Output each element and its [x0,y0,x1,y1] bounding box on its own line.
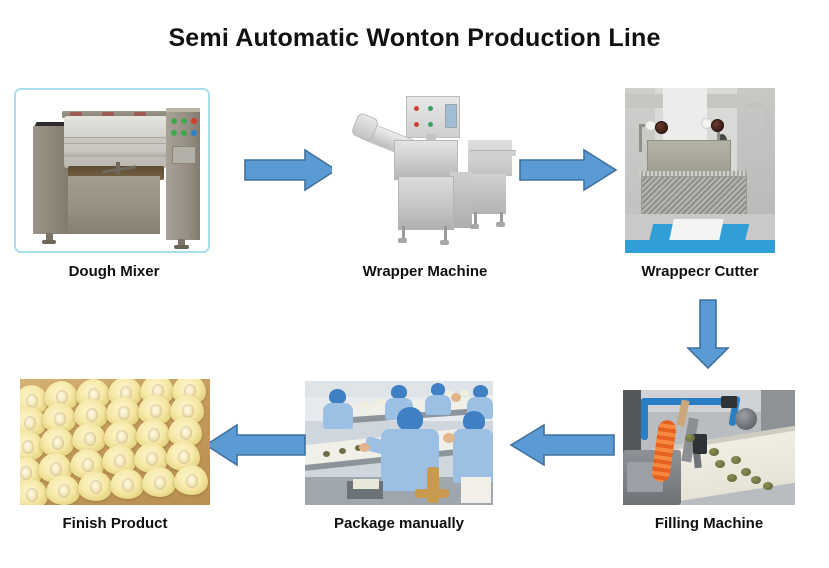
flow-arrow-left-4 [508,421,616,469]
page-title: Semi Automatic Wonton Production Line [168,24,661,52]
wrapper-cutter-image [625,88,775,253]
flow-step-label: Package manually [333,515,465,532]
flow-step-dough-mixer[interactable]: Dough Mixer [14,88,214,280]
flow-step-wrapper-machine[interactable]: Wrapper Machine [332,88,518,280]
flow-step-label: Filling Machine [654,515,764,532]
flow-step-label: Wrappecr Cutter [641,263,759,280]
flow-arrow-right-1 [243,146,338,194]
filling-machine-image [623,390,795,505]
wrapper-machine-image [332,88,518,253]
dough-mixer-image [14,88,210,253]
flow-arrow-left-5 [203,421,307,469]
flow-step-label: Finish Product [62,515,168,532]
flow-step-package-manually[interactable]: Package manually [305,381,493,532]
flow-step-label: Wrapper Machine [362,263,488,280]
finish-product-image [20,379,210,505]
flow-step-wrapper-cutter[interactable]: Wrappecr Cutter [625,88,775,280]
flow-step-label: Dough Mixer [68,263,160,280]
flow-step-filling-machine[interactable]: Filling Machine [623,390,795,532]
package-manually-image [305,381,493,505]
flow-arrow-right-2 [518,146,618,194]
flow-arrow-down-3 [684,298,732,370]
flow-step-finish-product[interactable]: Finish Product [20,379,210,532]
